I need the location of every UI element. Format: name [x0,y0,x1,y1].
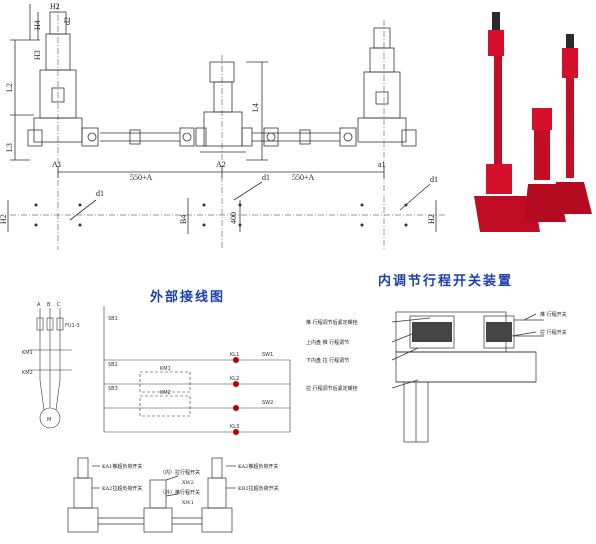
label-b4: B4 [179,215,188,224]
wire-label-kl1: KL1 [230,352,239,358]
wire-label-a: A [37,302,41,308]
label-a1-left: A1 [52,160,62,169]
label-dist-right: 550+A [292,173,315,182]
assembly-drawing: KA1推超负荷开关 KA2拉超负荷开关 （内）拉行程开关 XW2 （外）推行程开… [60,450,360,542]
wire-label-b: B [47,302,51,308]
label-d1-c: d1 [430,175,438,184]
wiring-title: 外部接线图 [150,290,226,305]
label-l3: L3 [5,143,14,152]
assembly-svg: KA1推超负荷开关 KA2拉超负荷开关 （内）拉行程开关 XW2 （外）推行程开… [67,457,279,533]
wire-label-km1: KM1 [22,350,33,356]
asm-callout-3: （内）拉行程开关 [160,469,200,476]
wire-label-km1-coil: KM1 [160,366,171,372]
limit-switch-svg: 推 行程调节后紧定螺栓 推 行程开关 上内盘 推 行程调节 拉 行程开关 下内盘… [306,311,567,443]
product-photo-svg [474,12,592,232]
label-l2: L2 [5,83,14,92]
label-l4: L4 [251,103,260,112]
product-photo [474,8,594,238]
label-d2: d2 [63,17,72,25]
limit-switch-title: 内调节行程开关装置 [378,274,514,289]
label-h2-top: H2 [50,2,60,11]
ls-callout-6: 拉 行程调节后紧定螺栓 [306,385,358,392]
wire-label-km2: KM2 [22,370,33,376]
wiring-diagram-svg: A B C FU1-3 KM1 KM2 M SB1 SB2 SB3 KM1 KM… [22,302,291,435]
wire-label-kl3: KL3 [230,424,239,430]
ls-callout-4: 拉 行程开关 [540,329,567,336]
asm-callout-6: XW1 [182,500,194,506]
asm-callout-5: （外）推行程开关 [160,489,200,496]
wire-label-sb3: SB3 [108,386,118,392]
asm-callout-1: KA1推超负荷开关 [102,463,142,470]
wire-label-kl2: KL2 [230,376,239,382]
wire-label-sw2: SW2 [262,400,273,406]
ls-callout-5: 下内盘 拉 行程调节 [306,357,349,364]
wire-label-sb1: SB1 [108,316,118,322]
ls-callout-1: 推 行程调节后紧定螺栓 [306,319,358,326]
wire-label-sb2: SB2 [108,362,118,368]
label-h4: H4 [33,20,42,30]
wire-label-km2-coil: KM2 [160,390,171,396]
label-h2-left: H2 [0,214,8,224]
wiring-diagram: A B C FU1-3 KM1 KM2 M SB1 SB2 SB3 KM1 KM… [0,300,300,450]
label-d1-b: d1 [262,173,270,182]
wire-label-fu: FU1-3 [65,323,80,329]
ls-callout-2: 推 行程开关 [540,311,567,318]
wire-label-motor: M [47,417,51,423]
wire-label-sw1: SW1 [262,352,273,358]
label-h3: H3 [33,50,42,60]
asm-callout-4: XW2 [182,480,194,486]
label-a2: A2 [216,160,226,169]
asm-callout-2: KA2拉超负荷开关 [102,485,142,492]
asm-callout-8: KB2拉超负荷开关 [238,485,279,492]
asm-callout-7: KA2推超负荷开关 [238,463,278,470]
label-400: 400 [229,212,238,224]
label-a1-right: a1 [378,160,386,169]
limit-switch-diagram: 推 行程调节后紧定螺栓 推 行程开关 上内盘 推 行程调节 拉 行程开关 下内盘… [300,288,592,460]
label-h2-right: H2 [427,214,436,224]
ls-callout-3: 上内盘 推 行程调节 [306,339,349,346]
wire-label-c: C [57,302,61,308]
dimension-drawing: H2 H4 H3 d2 L2 L3 L4 A1 A2 a1 550+A 550+… [0,0,450,260]
dimension-drawing-svg: H2 H4 H3 d2 L2 L3 L4 A1 A2 a1 550+A 550+… [0,2,445,250]
label-dist-left: 550+A [130,173,153,182]
label-d1-a: d1 [96,189,104,198]
